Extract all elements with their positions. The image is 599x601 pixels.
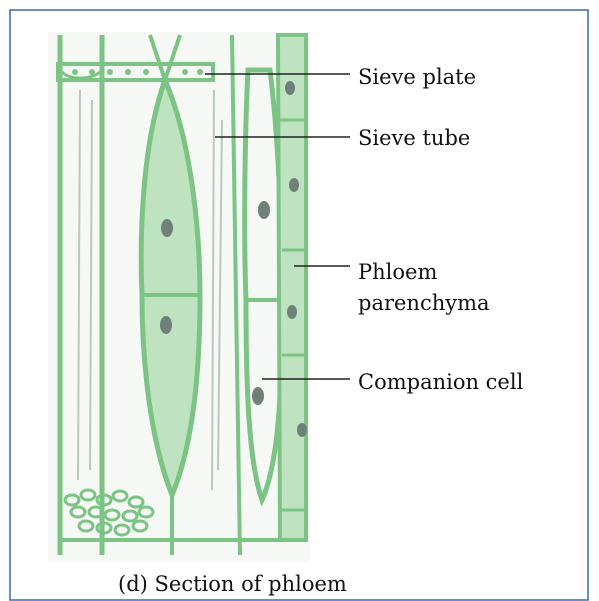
label-phloem-parenchyma-line2: parenchyma	[358, 290, 490, 316]
nucleus-parenchyma-3	[287, 305, 297, 319]
nucleus-parenchyma-4	[297, 423, 307, 437]
nucleus-companion-2	[252, 387, 264, 405]
nucleus-central-1	[161, 219, 173, 237]
nucleus-parenchyma-1	[285, 81, 295, 95]
label-companion-cell: Companion cell	[358, 369, 523, 395]
figure-caption: (d) Section of phloem	[118, 572, 347, 596]
label-sieve-tube: Sieve tube	[358, 125, 470, 151]
nucleus-companion-1	[258, 201, 270, 219]
phloem-parenchyma-strip	[278, 35, 306, 540]
label-sieve-plate: Sieve plate	[358, 64, 476, 90]
nucleus-central-2	[160, 316, 172, 334]
phloem-diagram	[48, 32, 310, 562]
label-phloem-parenchyma-line1: Phloem	[358, 259, 437, 285]
nucleus-parenchyma-2	[289, 178, 299, 192]
